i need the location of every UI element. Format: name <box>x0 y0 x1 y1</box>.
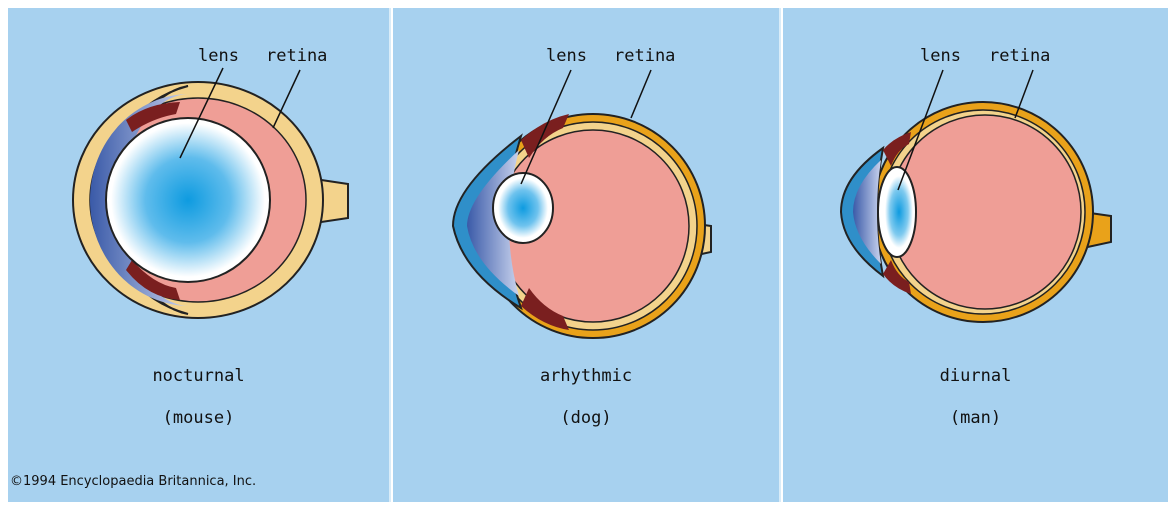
lens-label: lens <box>920 46 961 66</box>
panel-arhythmic: lens retina arhythmic (dog) <box>393 8 779 502</box>
example-animal-label: (dog) <box>393 408 779 428</box>
panel-divider <box>389 8 391 502</box>
example-animal-label: (mouse) <box>8 408 389 428</box>
example-animal-label: (man) <box>783 408 1168 428</box>
lens-label: lens <box>546 46 587 66</box>
panel-diurnal: lens retina diurnal (man) <box>783 8 1168 502</box>
lens-label: lens <box>198 46 239 66</box>
panel-nocturnal: lens retina nocturnal (mouse) <box>8 8 389 502</box>
eye-type-label: arhythmic <box>393 366 779 386</box>
retina-label: retina <box>614 46 675 66</box>
eye-type-label: diurnal <box>783 366 1168 386</box>
retina-label: retina <box>266 46 327 66</box>
retina-label: retina <box>989 46 1050 66</box>
panel-divider <box>779 8 781 502</box>
lens-shape <box>111 123 265 277</box>
lens-shape <box>498 178 548 238</box>
copyright-notice: ©1994 Encyclopaedia Britannica, Inc. <box>10 474 256 489</box>
eye-type-label: nocturnal <box>8 366 389 386</box>
